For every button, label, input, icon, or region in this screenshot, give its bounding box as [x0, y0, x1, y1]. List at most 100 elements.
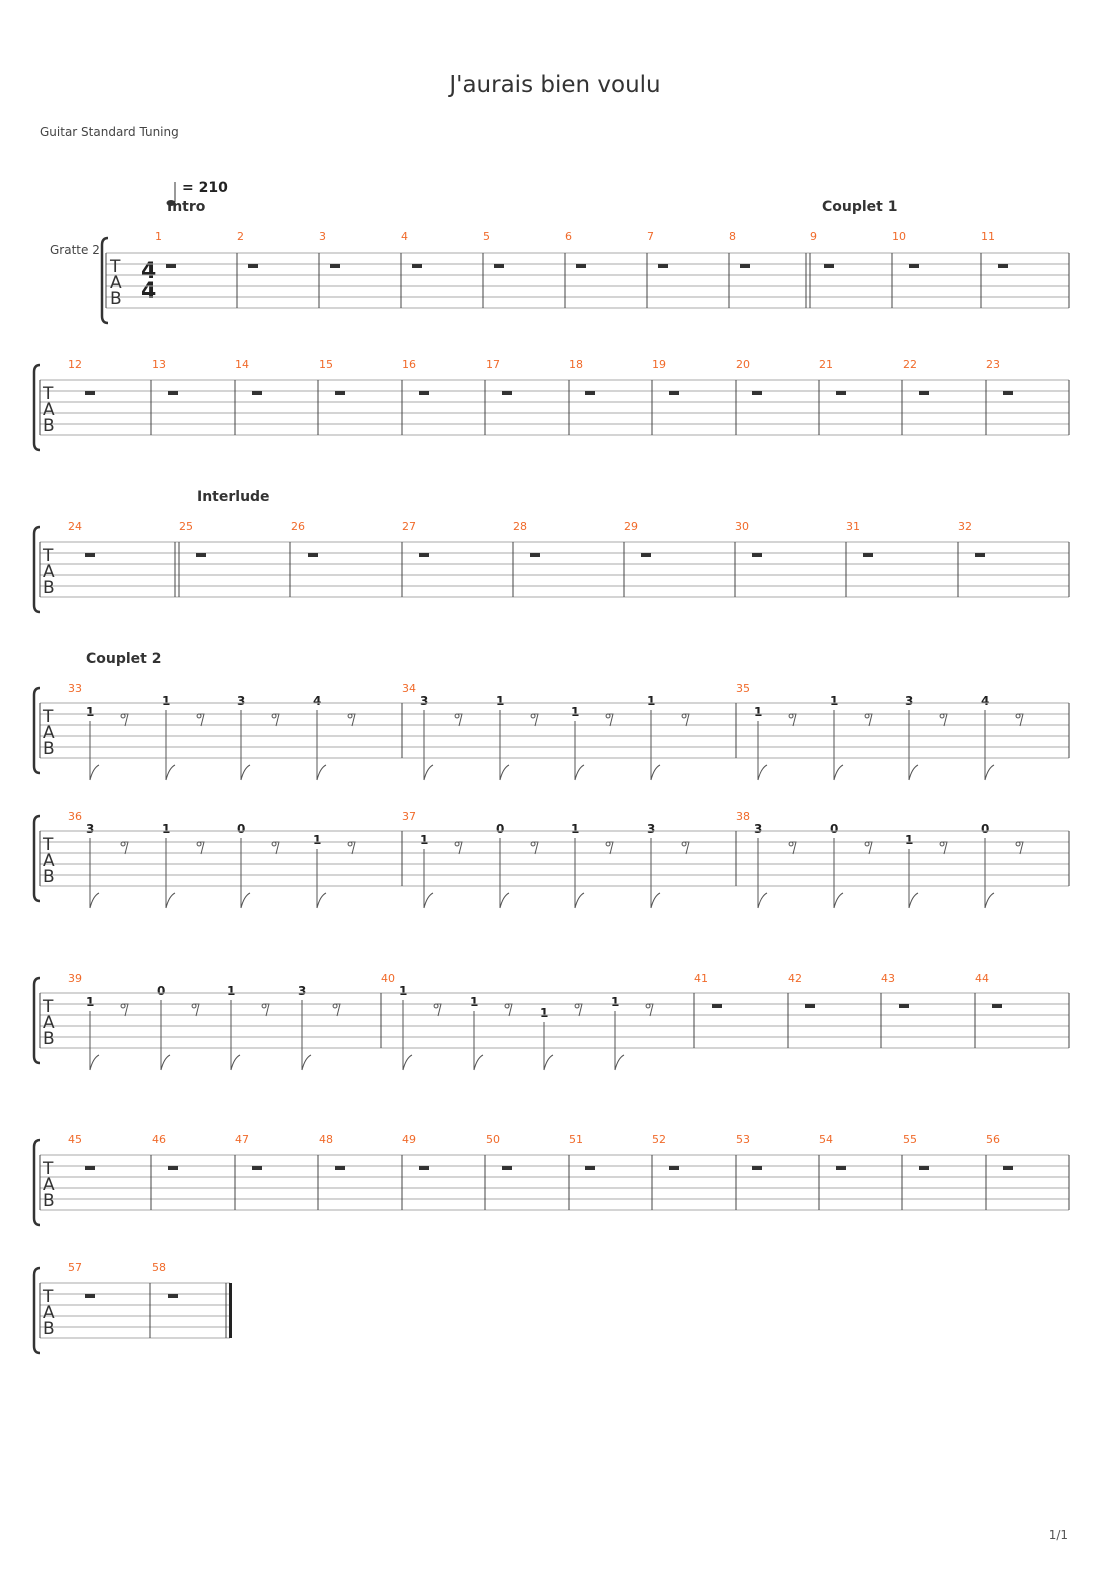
whole-rest — [1003, 391, 1013, 395]
whole-rest — [836, 1166, 846, 1170]
whole-rest — [85, 1294, 95, 1298]
measure-number: 53 — [736, 1133, 750, 1146]
eighth-rest — [1015, 841, 1024, 855]
tab-clef-letter: A — [43, 1013, 55, 1033]
whole-rest — [669, 1166, 679, 1170]
fret-number: 1 — [754, 705, 762, 719]
measure-number: 23 — [986, 358, 1000, 371]
eighth-rest — [120, 713, 129, 727]
whole-rest — [168, 391, 178, 395]
tab-clef-letter: B — [43, 1319, 55, 1339]
fret-number: 1 — [313, 833, 321, 847]
note-flag — [833, 892, 844, 909]
fret-number: 1 — [420, 833, 428, 847]
fret-numbers: 1 1 3 4 3 1 1 1 1 1 3 4 3 1 0 1 1 0 1 3 … — [86, 694, 989, 1020]
final-barline — [229, 1283, 232, 1338]
note-flag — [757, 892, 768, 909]
eighth-rest — [939, 713, 948, 727]
note-flag — [160, 1054, 171, 1071]
note-flag — [499, 764, 510, 781]
fret-number: 0 — [981, 822, 989, 836]
tempo-marking: = 210 — [182, 180, 228, 196]
measure-number: 10 — [892, 230, 906, 243]
eighth-rest — [864, 713, 873, 727]
system-bracket — [100, 236, 109, 325]
measure-number: 56 — [986, 1133, 1000, 1146]
tab-clef-letter: B — [43, 578, 55, 598]
eighth-rest — [120, 1003, 129, 1017]
eighth-rest — [120, 841, 129, 855]
system-bracket — [32, 686, 41, 775]
whole-rest — [308, 553, 318, 557]
fret-number: 1 — [86, 705, 94, 719]
note-flag — [574, 764, 585, 781]
tab-clef-letter: B — [43, 1029, 55, 1049]
measure-number: 38 — [736, 810, 750, 823]
section-interlude: Interlude — [197, 489, 270, 505]
measure-number: 45 — [68, 1133, 82, 1146]
eighth-rest — [347, 713, 356, 727]
whole-rest — [641, 553, 651, 557]
measure-number: 32 — [958, 520, 972, 533]
whole-rest — [419, 391, 429, 395]
whole-rest — [669, 391, 679, 395]
fret-number: 1 — [227, 984, 235, 998]
measure-number: 24 — [68, 520, 82, 533]
whole-rest — [909, 264, 919, 268]
tab-clef-letter: T — [42, 546, 54, 566]
eighth-rest — [271, 713, 280, 727]
eighth-rest — [196, 841, 205, 855]
note-flag — [316, 764, 327, 781]
song-title: J'aurais bien voulu — [449, 72, 661, 98]
fret-number: 1 — [571, 822, 579, 836]
eighth-rest — [454, 841, 463, 855]
measure-number: 19 — [652, 358, 666, 371]
measure-number: 2 — [237, 230, 244, 243]
whole-rest — [712, 1004, 722, 1008]
note-flag — [165, 892, 176, 909]
whole-rest — [992, 1004, 1002, 1008]
whole-rest — [196, 553, 206, 557]
measure-number: 55 — [903, 1133, 917, 1146]
note-flag — [574, 892, 585, 909]
whole-rest — [1003, 1166, 1013, 1170]
eighth-rest — [788, 713, 797, 727]
measure-number: 4 — [401, 230, 408, 243]
note-flag — [423, 892, 434, 909]
whole-rest — [824, 264, 834, 268]
tab-clef-letter: A — [43, 723, 55, 743]
measure-number: 47 — [235, 1133, 249, 1146]
tempo-note-icon — [166, 182, 176, 206]
tab-clef-letter: T — [42, 1159, 54, 1179]
section-couplet-1: Couplet 1 — [822, 199, 897, 215]
measure-number: 20 — [736, 358, 750, 371]
measure-number: 6 — [565, 230, 572, 243]
measure-number: 12 — [68, 358, 82, 371]
fret-number: 1 — [647, 694, 655, 708]
measure-number: 50 — [486, 1133, 500, 1146]
note-flag — [89, 764, 100, 781]
whole-rest — [252, 391, 262, 395]
measure-number: 41 — [694, 972, 708, 985]
measure-number: 25 — [179, 520, 193, 533]
fret-number: 0 — [157, 984, 165, 998]
note-flag — [908, 892, 919, 909]
whole-rest — [168, 1294, 178, 1298]
eighth-rest — [454, 713, 463, 727]
tab-clef-letter: A — [43, 562, 55, 582]
whole-rest — [335, 391, 345, 395]
tab-clef-letter: A — [43, 1175, 55, 1195]
whole-rest — [752, 553, 762, 557]
whole-rest — [752, 1166, 762, 1170]
tab-clef-letter: T — [42, 384, 54, 404]
fret-number: 1 — [496, 694, 504, 708]
eighth-rest — [332, 1003, 341, 1017]
whole-rest — [502, 391, 512, 395]
note-flag — [650, 764, 661, 781]
fret-number: 3 — [298, 984, 306, 998]
whole-rest — [412, 264, 422, 268]
eighth-rest — [605, 713, 614, 727]
note-flag — [984, 892, 995, 909]
measure-number: 29 — [624, 520, 638, 533]
measure-number: 46 — [152, 1133, 166, 1146]
